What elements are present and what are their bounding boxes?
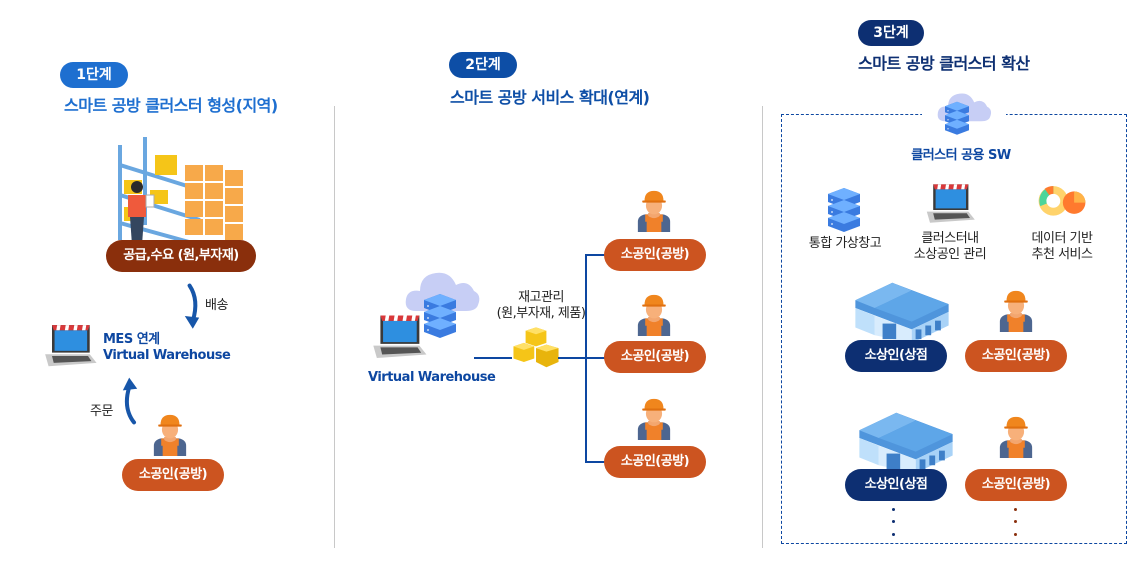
store-building-icon (852, 275, 952, 343)
stage-1-title: 스마트 공방 클러스터 형성(지역) (64, 96, 278, 115)
delivery-arrow-icon (180, 282, 204, 334)
virtual-warehouse-label: Virtual Warehouse (368, 370, 496, 385)
inventory-label-line2: (원,부자재, 제품) (496, 306, 586, 321)
inventory-label-line1: 재고관리 (518, 290, 564, 305)
merchant-pill: 소상인(상점 (845, 340, 947, 372)
stage-1-badge: 1단계 (60, 62, 128, 88)
service-member-management-line2: 소상공인 관리 (913, 247, 987, 262)
order-arrow-icon (118, 372, 142, 428)
laptop-store-icon (922, 176, 978, 228)
server-icon (942, 100, 972, 138)
connector-line (558, 357, 606, 359)
service-member-management-line1: 클러스터내 (921, 231, 979, 246)
mes-hub-line1: MES 연계 (103, 332, 160, 347)
connector-branch (585, 254, 605, 256)
cluster-sw-label: 클러스터 공용 SW (911, 148, 1011, 163)
delivery-label: 배송 (205, 298, 228, 313)
worker-icon (994, 410, 1038, 462)
connector-trunk (585, 254, 587, 462)
service-recommendation-line2: 추천 서비스 (1031, 247, 1093, 262)
laptop-store-icon (40, 318, 100, 370)
worker-icon (632, 394, 676, 442)
stage-2-badge: 2단계 (449, 52, 517, 78)
inventory-boxes-icon (510, 326, 562, 372)
worker-icon (632, 186, 676, 234)
worker-pill: 소공인(공방) (604, 239, 706, 271)
worker-icon (994, 284, 1038, 336)
warehouse-shelves-illustration (118, 137, 243, 245)
store-building-icon (856, 405, 956, 473)
donut-chart-icon (1036, 178, 1088, 222)
order-label: 주문 (90, 404, 113, 419)
worker-icon (148, 410, 192, 458)
virtual-warehouse-server-icon (822, 186, 866, 236)
mes-hub-line2: Virtual Warehouse (103, 348, 231, 363)
worker-icon (632, 290, 676, 338)
divider-1-2 (334, 106, 335, 548)
worker-pill: 소공인(공방) (965, 469, 1067, 501)
divider-2-3 (762, 106, 763, 548)
worker-pill: 소공인(공방) (604, 446, 706, 478)
stage-2-title: 스마트 공방 서비스 확대(연계) (450, 88, 650, 107)
connector-branch (585, 461, 605, 463)
service-integrated-warehouse: 통합 가상창고 (808, 236, 882, 251)
worker-pill: 소공인(공방) (604, 341, 706, 373)
merchant-pill: 소상인(상점 (845, 469, 947, 501)
worker-pill: 소공인(공방) (122, 459, 224, 491)
connector-line (474, 357, 512, 359)
stage-3-title: 스마트 공방 클러스터 확산 (858, 54, 1030, 73)
worker-pill: 소공인(공방) (965, 340, 1067, 372)
stage-3-badge: 3단계 (858, 20, 924, 46)
service-recommendation-line1: 데이터 기반 (1031, 231, 1093, 246)
supply-demand-pill: 공급,수요 (원,부자재) (106, 240, 256, 272)
laptop-store-icon (368, 308, 430, 362)
